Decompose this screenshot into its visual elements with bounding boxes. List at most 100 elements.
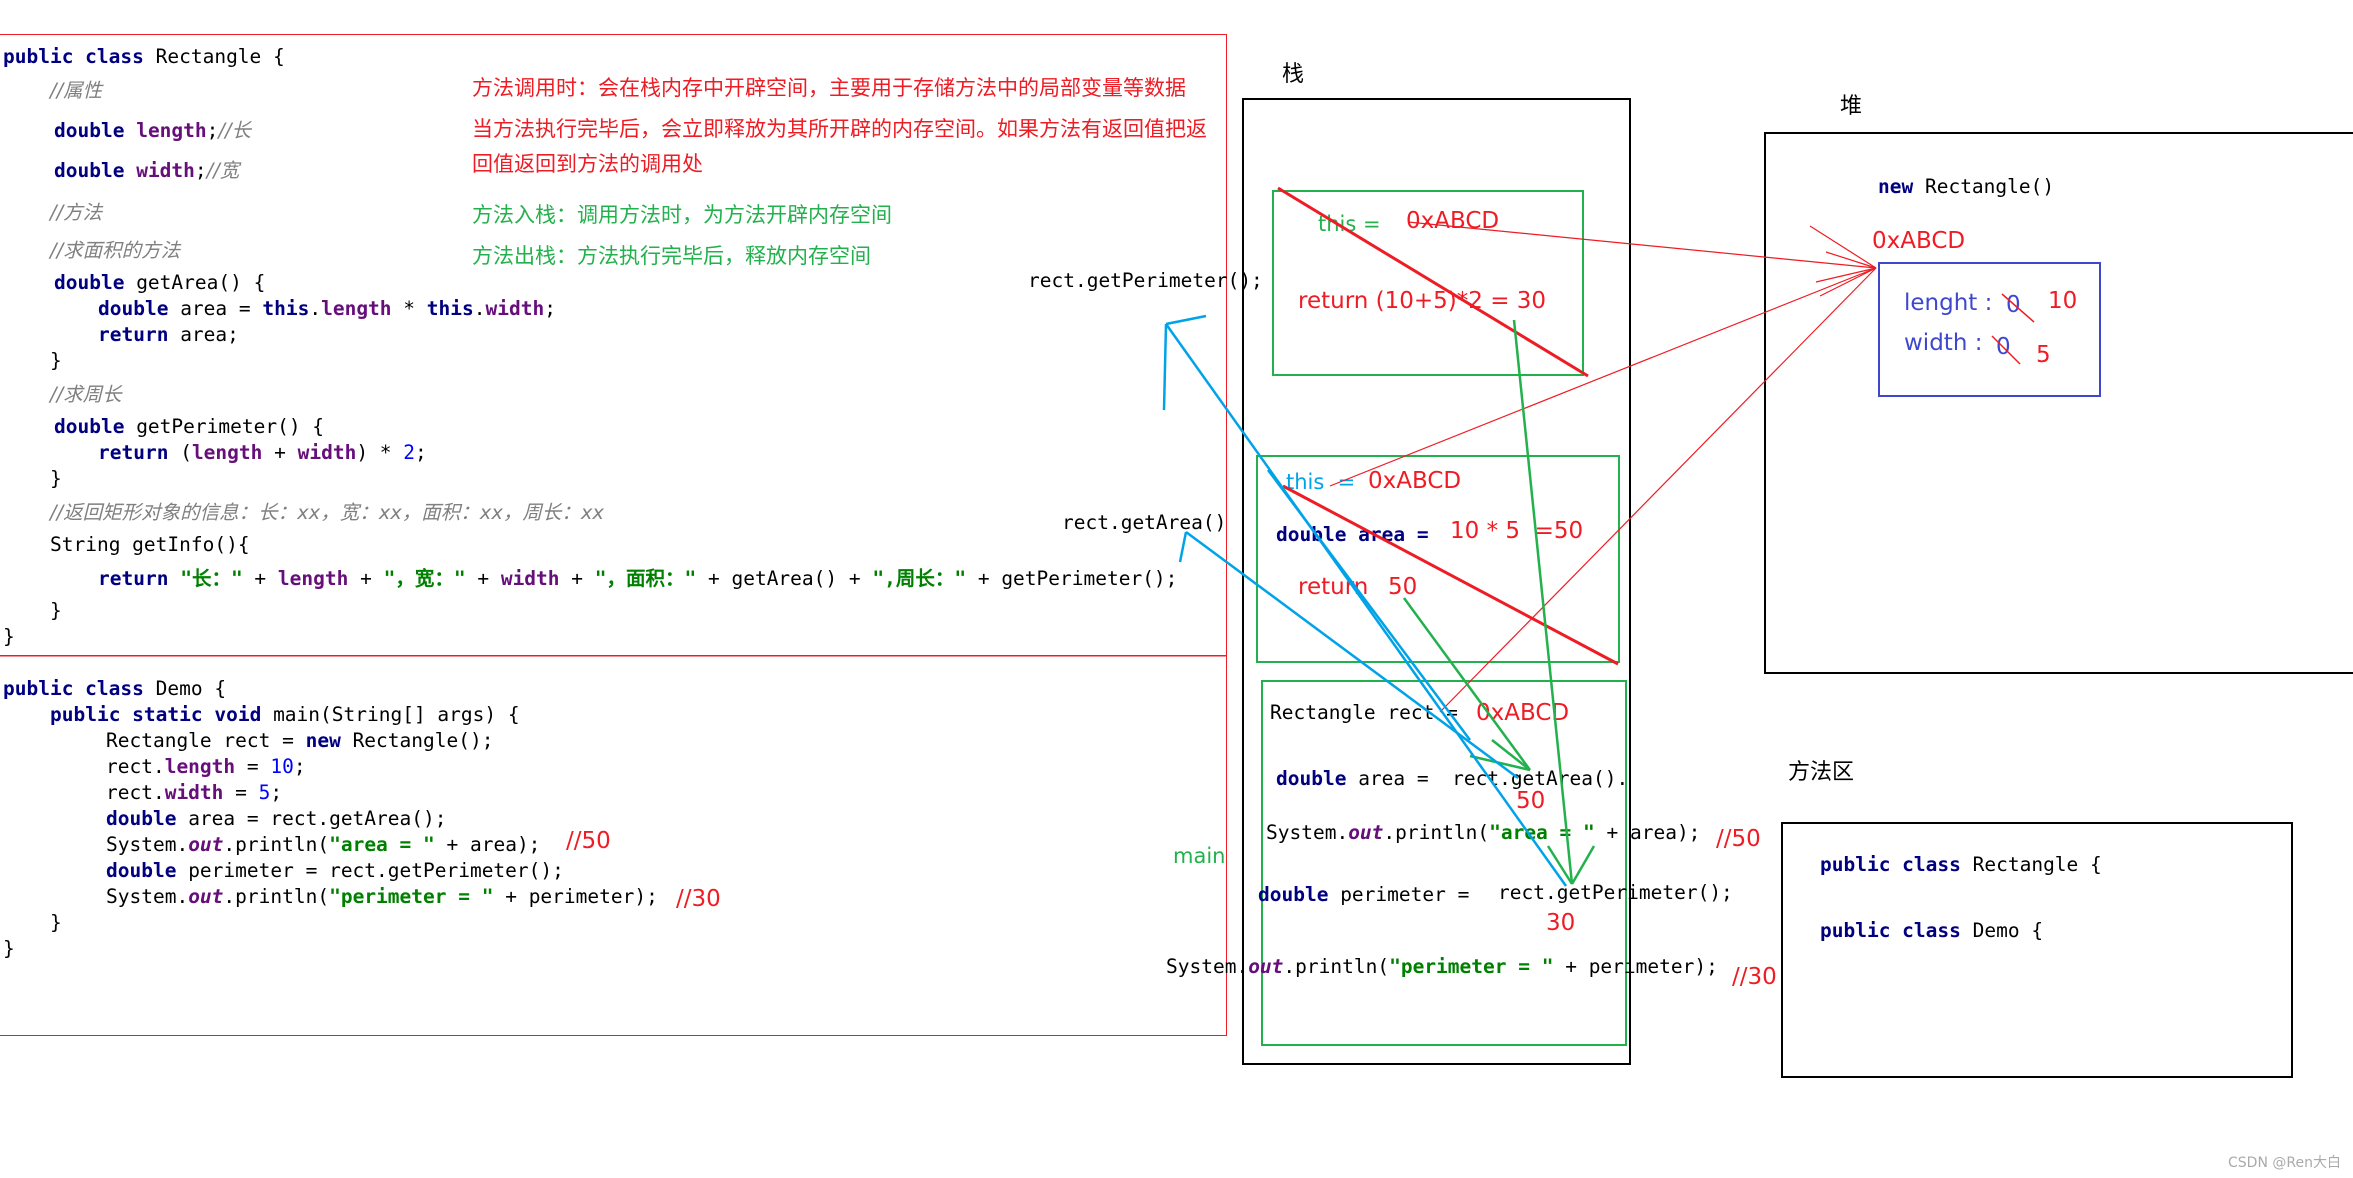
comment-attributes: //属性 bbox=[50, 79, 103, 102]
area-frame-var: double area = bbox=[1276, 523, 1429, 546]
note-call-1: 方法调用时：会在栈内存中开辟空间，主要用于存储方法中的局部变量等数据 bbox=[472, 76, 1186, 100]
ref-arrowhead-1 bbox=[1809, 225, 1877, 269]
method-area-rectangle: public class Rectangle { bbox=[1820, 853, 2102, 876]
getarea-return: return area; bbox=[98, 323, 239, 346]
getinfo-return: return "长：" + length + "，宽：" + width + "… bbox=[98, 567, 1178, 590]
stack-title: 栈 bbox=[1282, 62, 1305, 87]
main-signature: public static void main(String[] args) { bbox=[50, 703, 520, 726]
main-print-perimeter-note: //30 bbox=[1732, 964, 1777, 990]
getinfo-signature: String getInfo(){ bbox=[50, 533, 250, 556]
getarea-close: } bbox=[50, 349, 62, 372]
getarea-signature: double getArea() { bbox=[54, 271, 266, 294]
area-return-arrowhead-b bbox=[1491, 739, 1531, 771]
heap-new-object: new Rectangle() bbox=[1878, 175, 2055, 198]
perimeter-call-arrowhead-a bbox=[1165, 314, 1207, 326]
heap-width-label: width : bbox=[1904, 330, 1983, 356]
note-push: 方法入栈：调用方法时，为方法开辟内存空间 bbox=[472, 203, 892, 227]
area-frame-addr: 0xABCD bbox=[1368, 468, 1462, 494]
demo-print-perimeter-note: //30 bbox=[676, 886, 721, 912]
perimeter-call-arrow bbox=[1164, 323, 1568, 887]
area-this-ref bbox=[1329, 267, 1877, 487]
area-call-arrow bbox=[1185, 530, 1519, 780]
length-old-strike bbox=[2001, 293, 2035, 323]
demo-class-panel bbox=[0, 656, 1227, 1036]
rectangle-class-close: } bbox=[3, 625, 15, 648]
ref-arrowhead-4 bbox=[1815, 267, 1877, 283]
demo-line-set-length: rect.length = 10; bbox=[106, 755, 306, 778]
comment-info: //返回矩形对象的信息：长：xx，宽：xx，面积：xx，周长：xx bbox=[50, 501, 604, 524]
main-print-perimeter: System.out.println("perimeter = " + peri… bbox=[1166, 955, 1718, 978]
main-area-value: 50 bbox=[1516, 788, 1546, 814]
main-perimeter-call: rect.getPerimeter(); bbox=[1498, 881, 1733, 904]
demo-line-new-rect: Rectangle rect = new Rectangle(); bbox=[106, 729, 494, 752]
getinfo-close: } bbox=[50, 599, 62, 622]
area-return-arrow bbox=[1402, 597, 1532, 771]
main-rect-ref bbox=[1439, 267, 1877, 713]
area-frame-return-value: 50 bbox=[1388, 574, 1418, 600]
main-perimeter-value: 30 bbox=[1546, 910, 1576, 936]
perimeter-return-arrow bbox=[1512, 319, 1574, 885]
heap-length-old: 0 bbox=[2006, 292, 2021, 318]
perimeter-frame bbox=[1272, 190, 1584, 376]
perimeter-call-arrowhead-b bbox=[1162, 323, 1168, 411]
heap-width-new: 5 bbox=[2036, 342, 2051, 368]
heap-length-new: 10 bbox=[2048, 288, 2078, 314]
perimeter-frame-return: return (10+5)*2 = 30 bbox=[1298, 288, 1547, 314]
area-call-arrowhead bbox=[1178, 531, 1188, 563]
ref-arrowhead-2 bbox=[1819, 267, 1877, 297]
area-frame-strike bbox=[1282, 484, 1619, 666]
watermark: CSDN @Ren大白 bbox=[2228, 1155, 2341, 1171]
comment-method: //方法 bbox=[50, 201, 103, 224]
main-area-line: double area = rect.getArea(). bbox=[1276, 767, 1629, 790]
demo-line-print-area: System.out.println("area = " + area); bbox=[106, 833, 541, 856]
perimeter-this-ref bbox=[1407, 221, 1877, 269]
heap-length-label: lenght : bbox=[1904, 290, 1993, 316]
method-area-region bbox=[1781, 822, 2293, 1078]
ref-arrowhead-3 bbox=[1825, 251, 1877, 269]
perimeter-to-area-arrow bbox=[1266, 469, 1472, 741]
main-perimeter-var: double perimeter = bbox=[1258, 883, 1470, 906]
main-frame bbox=[1261, 680, 1627, 1046]
method-area-title: 方法区 bbox=[1788, 760, 1855, 785]
main-close: } bbox=[50, 911, 62, 934]
demo-class-decl: public class Demo { bbox=[3, 677, 227, 700]
perimeter-return-arrowhead-b bbox=[1570, 845, 1596, 885]
main-frame-label: main bbox=[1173, 844, 1226, 868]
field-length: double length;//长 bbox=[54, 119, 252, 142]
demo-class-close: } bbox=[3, 937, 15, 960]
area-call-label: rect.getArea() bbox=[1062, 511, 1227, 534]
heap-object-addr: 0xABCD bbox=[1872, 228, 1966, 254]
demo-print-area-note: //50 bbox=[566, 828, 611, 854]
main-print-area-note: //50 bbox=[1716, 826, 1761, 852]
perimeter-return-arrowhead-a bbox=[1546, 845, 1574, 885]
rectangle-class-decl: public class Rectangle { bbox=[3, 45, 285, 68]
getperimeter-signature: double getPerimeter() { bbox=[54, 415, 325, 438]
stack-region bbox=[1242, 98, 1631, 1065]
comment-area-method: //求面积的方法 bbox=[50, 239, 181, 262]
width-old-strike bbox=[1991, 335, 2021, 365]
heap-title: 堆 bbox=[1840, 94, 1863, 119]
main-print-area: System.out.println("area = " + area); bbox=[1266, 821, 1701, 844]
heap-object-box bbox=[1878, 262, 2101, 397]
note-call-2: 当方法执行完毕后，会立即释放为其所开辟的内存空间。如果方法有返回值把返 bbox=[472, 117, 1207, 141]
demo-line-print-perimeter: System.out.println("perimeter = " + peri… bbox=[106, 885, 658, 908]
area-frame bbox=[1256, 455, 1620, 663]
demo-line-perimeter: double perimeter = rect.getPerimeter(); bbox=[106, 859, 564, 882]
area-return-arrowhead-a bbox=[1469, 754, 1531, 772]
method-area-demo: public class Demo { bbox=[1820, 919, 2044, 942]
field-width: double width;//宽 bbox=[54, 159, 240, 182]
perimeter-frame-strike bbox=[1277, 186, 1589, 378]
heap-region bbox=[1764, 132, 2353, 674]
getperimeter-return: return (length + width) * 2; bbox=[98, 441, 427, 464]
area-frame-expr: 10 * 5 =50 bbox=[1450, 518, 1584, 544]
getarea-body: double area = this.length * this.width; bbox=[98, 297, 556, 320]
demo-line-set-width: rect.width = 5; bbox=[106, 781, 283, 804]
note-call-3: 回值返回到方法的调用处 bbox=[472, 152, 703, 176]
getperimeter-close: } bbox=[50, 467, 62, 490]
demo-line-area: double area = rect.getArea(); bbox=[106, 807, 447, 830]
note-pop: 方法出栈：方法执行完毕后，释放内存空间 bbox=[472, 244, 871, 268]
perimeter-call-label: rect.getPerimeter(); bbox=[1028, 269, 1263, 292]
comment-perimeter: //求周长 bbox=[50, 383, 122, 406]
main-rect-var: Rectangle rect = bbox=[1270, 701, 1458, 724]
